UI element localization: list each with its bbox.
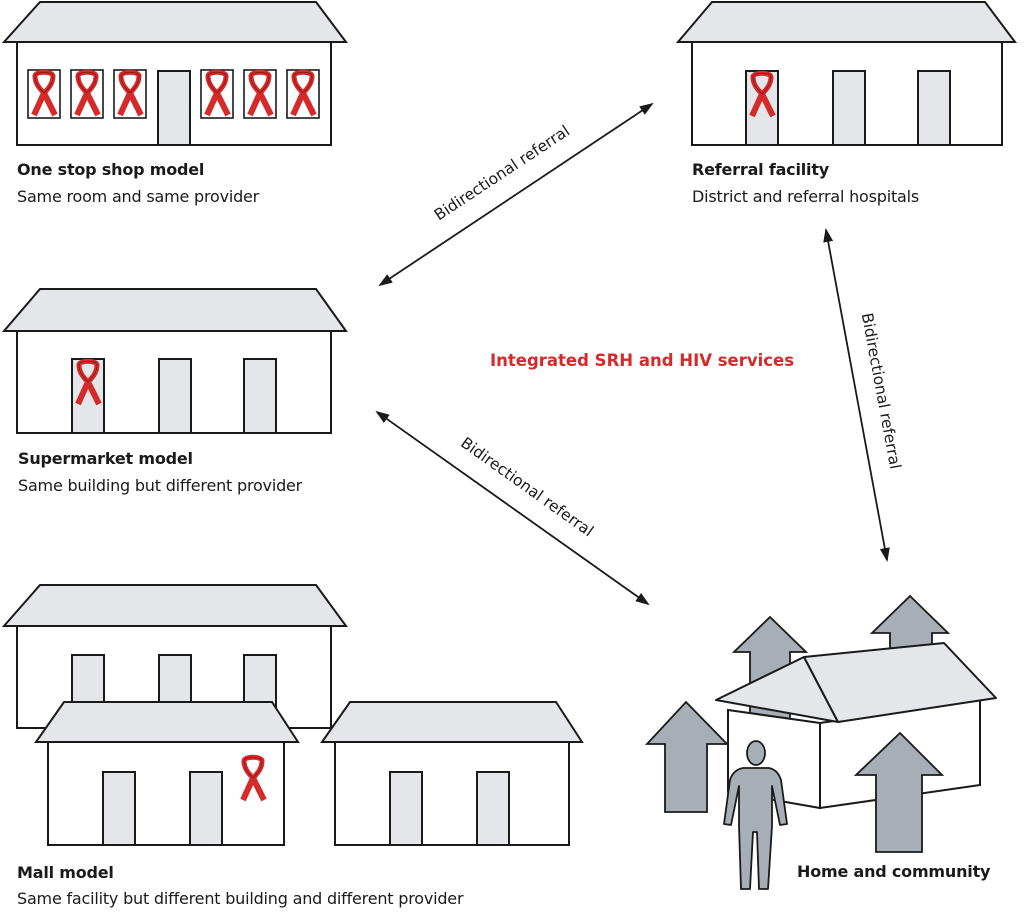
supermarket-door <box>158 358 192 434</box>
referral-arrow-top <box>378 102 654 287</box>
mall-side-roof <box>320 701 584 743</box>
mall-side-door <box>476 771 510 846</box>
up-arrow-icon <box>853 731 945 853</box>
supermarket-door <box>71 358 105 434</box>
referral-roof <box>675 1 1017 43</box>
referral-facility-building <box>675 1 1017 146</box>
referral-door <box>917 70 951 146</box>
supermarket-roof <box>1 288 348 332</box>
mall-side-wall <box>334 741 570 846</box>
referral-arrow-middle <box>375 410 650 606</box>
one-stop-title: One stop shop model <box>17 160 205 179</box>
referral-title: Referral facility <box>692 160 829 179</box>
mall-front-door <box>189 771 223 846</box>
referral-door <box>832 70 866 146</box>
one-stop-window <box>200 69 234 119</box>
mall-side-door <box>389 771 423 846</box>
one-stop-window <box>70 69 104 119</box>
person-icon <box>723 740 788 890</box>
mall-front-door <box>102 771 136 846</box>
supermarket-building <box>1 288 348 434</box>
referral-arrow-right <box>823 228 890 562</box>
referral-door <box>745 70 779 146</box>
mall-title: Mall model <box>17 863 114 882</box>
one-stop-shop-building <box>1 1 348 146</box>
mall-subtitle: Same facility but different building and… <box>17 889 464 908</box>
one-stop-subtitle: Same room and same provider <box>17 187 260 206</box>
one-stop-door <box>157 70 191 146</box>
home-title: Home and community <box>797 862 991 881</box>
mall-front-building <box>34 701 300 846</box>
one-stop-roof <box>1 1 348 43</box>
one-stop-window <box>27 69 61 119</box>
referral-subtitle: District and referral hospitals <box>692 187 920 206</box>
supermarket-subtitle: Same building but different provider <box>18 476 303 495</box>
home-roof-right <box>803 642 997 723</box>
up-arrow-icon <box>644 700 730 813</box>
mall-front-roof <box>34 701 300 743</box>
integrated-services-label: Integrated SRH and HIV services <box>490 351 795 370</box>
supermarket-door <box>243 358 277 434</box>
one-stop-window <box>243 69 277 119</box>
supermarket-title: Supermarket model <box>18 449 193 468</box>
mall-back-roof <box>1 584 348 627</box>
home-community-scene <box>644 594 997 890</box>
mall-side-building <box>320 701 584 846</box>
one-stop-window <box>113 69 147 119</box>
one-stop-window <box>286 69 320 119</box>
